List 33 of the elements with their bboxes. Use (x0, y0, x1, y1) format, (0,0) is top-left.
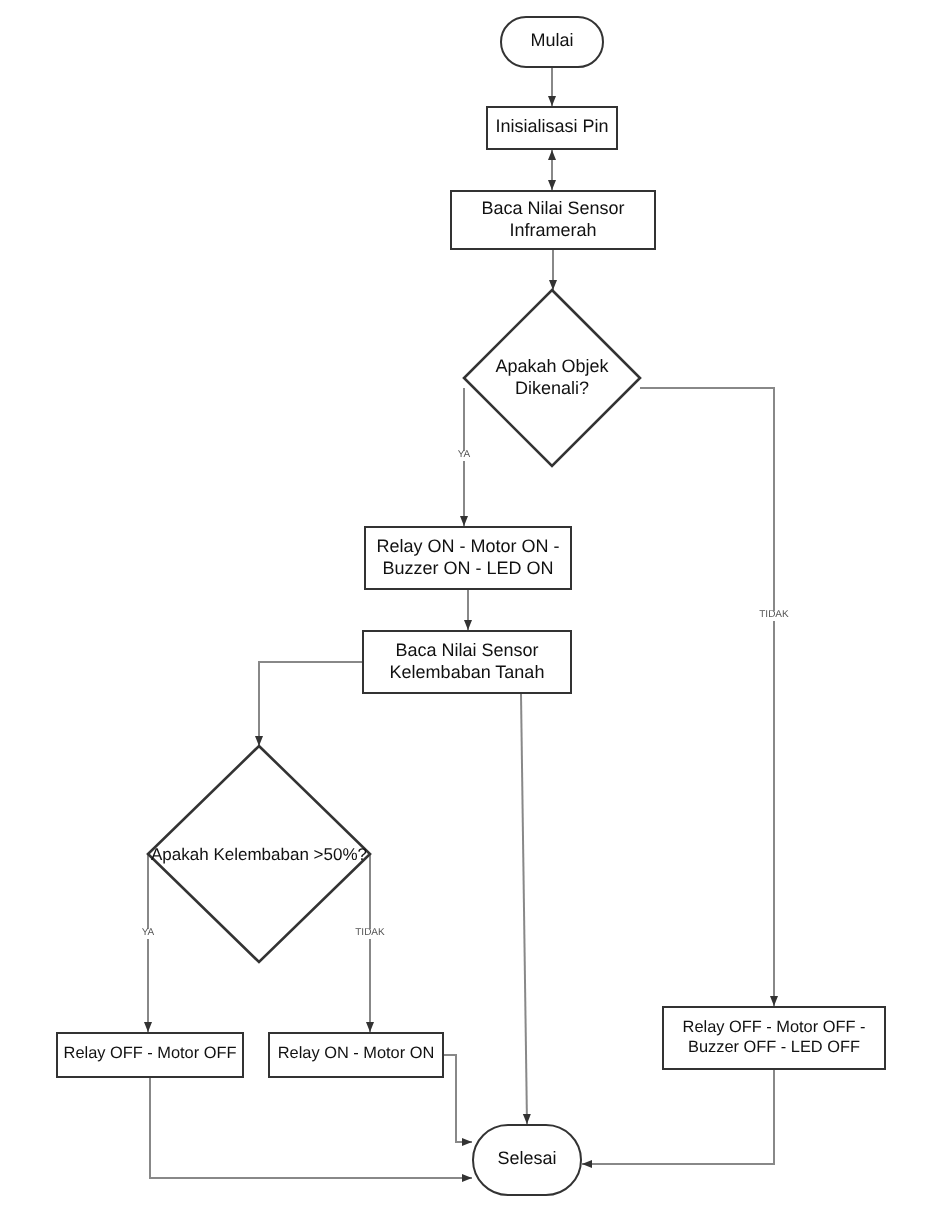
node-text: Relay ON - Motor ON (277, 1044, 435, 1066)
process-box (56, 1032, 244, 1078)
node-text: Relay OFF - Motor OFF (63, 1044, 237, 1066)
node-text: Selesai (497, 1148, 557, 1172)
arrow (149, 1077, 473, 1182)
arrow (366, 853, 374, 1033)
node-text: Baca Nilai Sensor Inframerah (479, 197, 627, 243)
arrow (144, 853, 152, 1033)
process-box (662, 1006, 886, 1070)
node-text: Relay ON - Motor ON - Buzzer ON - LED ON (374, 535, 562, 581)
arrow (639, 387, 778, 1007)
terminal-shape (472, 1124, 582, 1196)
node-text: Relay OFF - Motor OFF - Buzzer OFF - LED OFF (680, 1017, 868, 1059)
node-text: Inisialisasi Pin (495, 116, 609, 140)
process-box (450, 190, 656, 250)
process-box (364, 526, 572, 590)
process-box (486, 106, 618, 150)
arrow (548, 149, 556, 191)
arrow (548, 67, 556, 107)
arrow (443, 1054, 473, 1146)
arrow (520, 693, 531, 1125)
arrow (255, 661, 363, 747)
node-text: Baca Nilai Sensor Kelembaban Tanah (387, 639, 547, 685)
arrow (460, 387, 468, 527)
arrow (464, 589, 472, 631)
arrow (581, 1069, 775, 1168)
node-text: Apakah Objek Dikenali? (493, 355, 611, 401)
node-text: Apakah Kelembaban >50%? (151, 843, 367, 865)
process-box (268, 1032, 444, 1078)
arrow (549, 249, 557, 291)
process-box (362, 630, 572, 694)
node-text: Mulai (530, 30, 574, 54)
terminal-shape (500, 16, 604, 68)
